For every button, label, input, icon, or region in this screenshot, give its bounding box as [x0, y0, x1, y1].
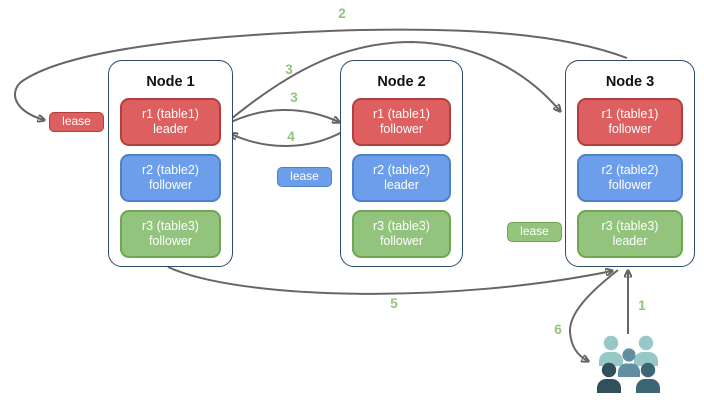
replica-name: r3 (table3) [373, 218, 430, 233]
replica-role: follower [379, 234, 424, 248]
replica-name: r3 (table3) [601, 218, 659, 233]
node-2-replica-r3: r3 (table3) follower [352, 210, 451, 258]
replica-role: leader [612, 234, 648, 248]
step-label-5: 5 [390, 296, 398, 311]
node-3-replica-r2: r2 (table2) follower [577, 154, 683, 202]
replica-name: r2 (table2) [142, 162, 199, 177]
user-group-icon [597, 335, 660, 393]
step-label-3b: 3 [290, 90, 298, 105]
lease-badge-table2: lease [277, 167, 332, 187]
step-label-3a: 3 [285, 62, 293, 77]
replica-role: leader [153, 122, 188, 136]
arrow-step-6 [568, 269, 619, 361]
arrow-step-3-to-node3 [224, 40, 560, 125]
node-2: Node 2 r1 (table1) follower r2 (table2) … [340, 60, 463, 267]
node-3-title: Node 3 [605, 74, 655, 90]
step-label-1: 1 [638, 298, 646, 313]
node-3-replica-r1: r1 (table1) follower [577, 98, 683, 146]
lease-badge-table1: lease [49, 112, 104, 132]
replica-role: follower [148, 178, 193, 192]
replica-role: leader [384, 178, 419, 192]
replica-role: follower [379, 122, 424, 136]
node-1-replica-r1: r1 (table1) leader [120, 98, 221, 146]
replica-name: r2 (table2) [601, 162, 659, 177]
node-2-title: Node 2 [377, 74, 426, 90]
node-1-replica-r3: r3 (table3) follower [120, 210, 221, 258]
node-2-replica-r1: r1 (table1) follower [352, 98, 451, 146]
node-2-replica-r2: r2 (table2) leader [352, 154, 451, 202]
node-3-replica-r3: r3 (table3) leader [577, 210, 683, 258]
arrow-step-4 [231, 130, 345, 147]
node-1: Node 1 r1 (table1) leader r2 (table2) fo… [108, 60, 233, 267]
replica-name: r2 (table2) [373, 162, 430, 177]
node-1-title: Node 1 [146, 74, 195, 90]
node-3: Node 3 r1 (table1) follower r2 (table2) … [565, 60, 695, 267]
step-label-6: 6 [554, 322, 562, 337]
replica-name: r3 (table3) [142, 218, 199, 233]
replica-role: follower [148, 234, 193, 248]
replica-name: r1 (table1) [601, 106, 659, 121]
node-1-replica-r2: r2 (table2) follower [120, 154, 221, 202]
arrow-step-5 [167, 266, 612, 295]
arrow-step-3-to-node2 [224, 109, 339, 126]
step-label-4: 4 [287, 129, 295, 144]
lease-badge-table3: lease [507, 222, 562, 242]
step-label-2: 2 [338, 6, 346, 21]
replica-name: r1 (table1) [373, 106, 430, 121]
replica-role: follower [608, 178, 652, 192]
replica-role: follower [608, 122, 652, 136]
arrow-step-2 [13, 28, 628, 120]
replica-name: r1 (table1) [142, 106, 199, 121]
